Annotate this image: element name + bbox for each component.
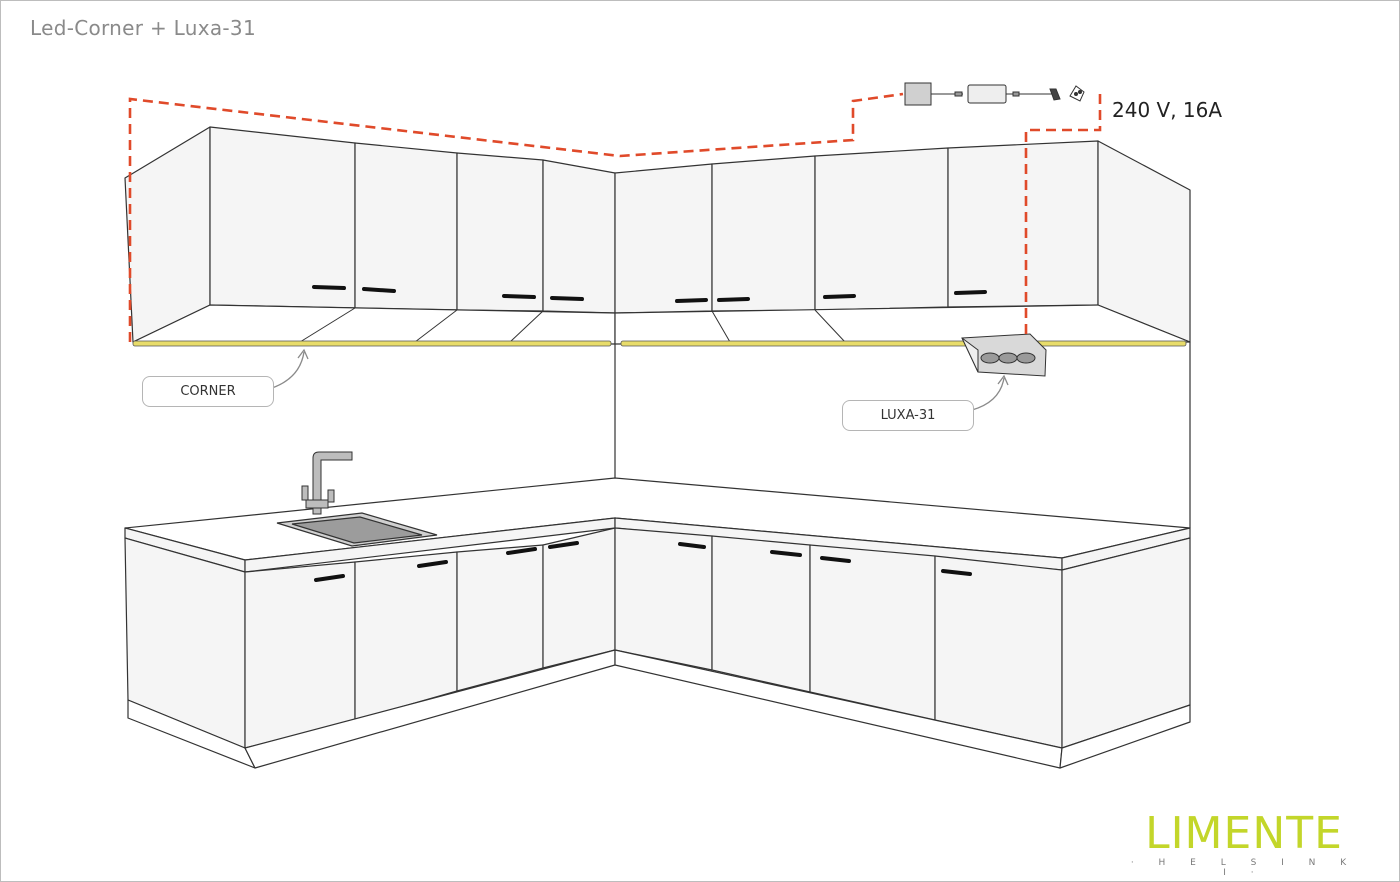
luxa-arrow xyxy=(971,377,1005,411)
led-strip-corner xyxy=(132,340,612,347)
upper-right-cabinet-4 xyxy=(947,140,1099,308)
handle xyxy=(675,298,708,303)
callout-corner-label: CORNER xyxy=(142,376,274,407)
handle xyxy=(417,560,448,568)
transformer xyxy=(967,84,1007,104)
lower-left-cabinet-1 xyxy=(244,561,356,749)
upper-left-cabinet-3 xyxy=(456,152,544,312)
corner-arrow xyxy=(271,351,305,389)
driver xyxy=(904,82,932,106)
brand-name: LIMENTE xyxy=(1145,808,1343,859)
lower-right-cabinet-2 xyxy=(711,535,811,693)
page-title: Led-Corner + Luxa-31 xyxy=(30,16,256,40)
luxa-31-spotlight xyxy=(961,333,1047,377)
lower-left-cabinet-4 xyxy=(542,527,616,669)
handle xyxy=(678,542,706,549)
lower-right-cabinet-1 xyxy=(614,527,713,671)
brand-logo: LIMENTE · H E L S I N K I · xyxy=(1128,808,1360,879)
handle xyxy=(550,296,584,301)
handle xyxy=(717,297,750,302)
power-rating-label: 240 V, 16A xyxy=(1112,98,1223,122)
handle xyxy=(770,550,802,557)
handle xyxy=(506,547,537,555)
wiring xyxy=(128,92,1102,342)
callout-luxa-label: LUXA-31 xyxy=(842,400,974,431)
handle xyxy=(312,285,346,290)
handle xyxy=(362,287,396,293)
lower-right-cabinet-4 xyxy=(934,555,1063,749)
led-strip-right xyxy=(620,340,1187,347)
handle xyxy=(941,569,972,576)
handle xyxy=(314,574,345,582)
handle xyxy=(823,294,856,299)
power-chain xyxy=(904,82,1085,106)
handle xyxy=(502,294,536,299)
handle xyxy=(820,556,851,563)
plinth-right-end xyxy=(1059,704,1191,769)
lower-right-cabinet-3 xyxy=(809,544,936,721)
plug xyxy=(1049,88,1061,101)
upper-right-cabinet-1 xyxy=(614,163,713,314)
upper-left-cabinet-1 xyxy=(209,126,356,309)
upper-left-cabinet-4 xyxy=(542,159,616,314)
lower-left-cabinet-3 xyxy=(456,544,544,692)
faucet xyxy=(301,451,353,515)
upper-right-cabinet-3 xyxy=(814,147,949,311)
sink xyxy=(276,512,438,547)
brand-subtitle: · H E L S I N K I · xyxy=(1130,858,1358,878)
upper-left-cabinet-2 xyxy=(354,142,458,311)
handle xyxy=(548,541,579,549)
upper-right-cabinet-2 xyxy=(711,155,816,312)
lower-left-cabinet-2 xyxy=(354,551,458,721)
handle xyxy=(954,290,987,295)
upper-left-end-panel xyxy=(124,126,211,343)
